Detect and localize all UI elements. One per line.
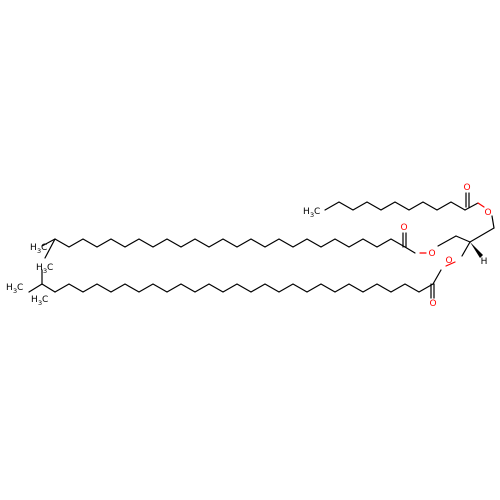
methyl-sub-3: 3 bbox=[43, 267, 47, 275]
methyl-label-lower: H 3 C bbox=[6, 283, 23, 295]
methyl-label-lower-2: H 3 C bbox=[31, 295, 48, 307]
middle-fatty-chain bbox=[41, 232, 427, 259]
lower-fatty-chain bbox=[28, 261, 456, 299]
ester-o-bond-3 bbox=[445, 261, 456, 267]
methyl-h: H bbox=[303, 207, 310, 217]
methyl-c-4: C bbox=[17, 283, 23, 293]
methyl-h-3: H bbox=[36, 263, 43, 273]
methyl-h-5: H bbox=[31, 295, 38, 305]
decanoyl-carbon-chain bbox=[324, 201, 466, 211]
methyl-c-2: C bbox=[41, 243, 47, 253]
o-ch2-bond bbox=[491, 215, 495, 229]
branch-methyl-bond bbox=[41, 238, 56, 247]
branch-ch2-bond bbox=[44, 238, 56, 259]
methyl-c-3: C bbox=[47, 263, 53, 273]
backbone-bond-2 bbox=[455, 235, 471, 243]
ester-bond-2 bbox=[404, 246, 416, 254]
lower-carbon-chain bbox=[54, 283, 434, 293]
methyl-h-4: H bbox=[6, 283, 13, 293]
glycerol-backbone bbox=[437, 227, 495, 258]
carbonyl-oxygen-label-3: O bbox=[429, 299, 436, 309]
methyl-label-top: H 3 C bbox=[303, 207, 320, 219]
ester-bond-3 bbox=[432, 269, 442, 285]
ester-bond bbox=[464, 202, 479, 211]
methyl-sub-4: 3 bbox=[13, 287, 17, 295]
methyl-h-2: H bbox=[30, 243, 37, 253]
decanoyl-chain bbox=[324, 192, 479, 211]
methyl-sub: 3 bbox=[310, 211, 314, 219]
stereo-hydrogen-label: H bbox=[481, 257, 488, 267]
methyl-label-middle-2: H 3 C bbox=[36, 263, 53, 275]
branch-methyl-bond-2 bbox=[41, 283, 56, 293]
ester-oxygen-label: O bbox=[484, 208, 491, 218]
ester-o-bond bbox=[477, 202, 485, 208]
methyl-label-middle: H 3 C bbox=[30, 243, 47, 255]
wedge-bond bbox=[470, 242, 483, 258]
methyl-c-5: C bbox=[42, 295, 48, 305]
branch-ethyl-bond bbox=[28, 283, 43, 293]
ester-oxygen-label-3: O bbox=[445, 256, 452, 266]
methyl-c: C bbox=[314, 207, 320, 217]
middle-carbon-chain bbox=[54, 238, 406, 248]
carbonyl-oxygen-label-2: O bbox=[400, 223, 407, 233]
ester-oxygen-label-2: O bbox=[428, 249, 435, 259]
carbonyl-oxygen-label: O bbox=[463, 183, 470, 193]
methyl-sub-5: 3 bbox=[38, 299, 42, 307]
methyl-sub-2: 3 bbox=[37, 247, 41, 255]
backbone-bond-4 bbox=[461, 241, 471, 257]
backbone-bond bbox=[469, 227, 495, 243]
backbone-bond-3 bbox=[437, 235, 457, 247]
